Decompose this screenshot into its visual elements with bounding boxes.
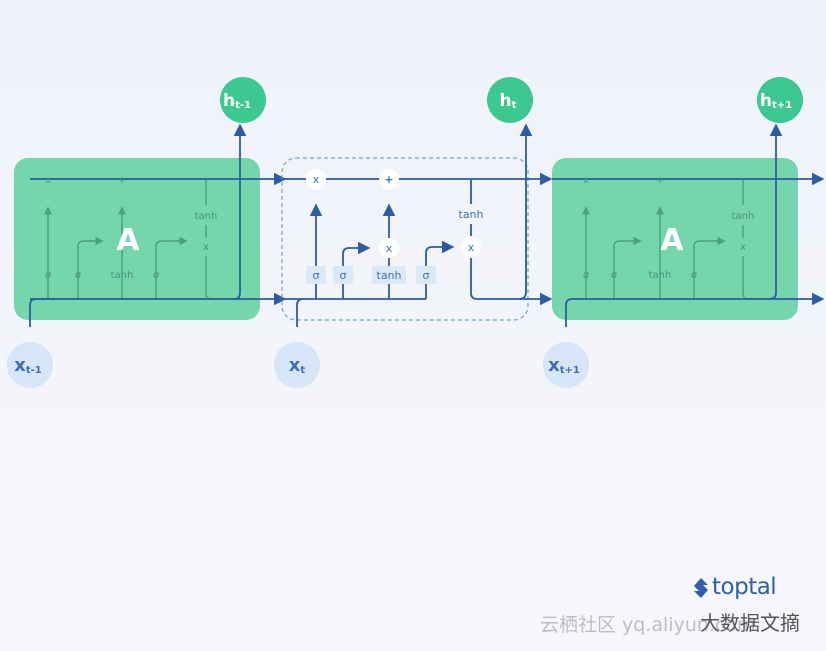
cell-current-op-mul-right-node [461,237,481,257]
cell-current-gate-2-box [333,266,353,284]
cell-current-op-mul-right: x [468,241,475,254]
cell-current-op-add-top: + [384,173,393,186]
cell-current-block [281,157,529,321]
cell-next-op-mul-right: x [740,242,746,253]
cell-next-block-label: A [660,223,684,258]
cell-current-gate-2: σ [340,269,347,282]
cell-prev: x + tanh x σ σ tanh σ A ht-1 xt-1 [7,77,287,388]
cell-current-op-mul-mid: x [386,242,393,255]
cell-next-input-label: xt+1 [548,355,580,376]
cell-current-gate-3-box [372,266,406,284]
cell-prev-output-node [220,77,266,123]
cell-prev-gate-4: σ [153,270,160,281]
cell-current-input-line [296,298,304,327]
watermark-left: 云栖社区 yq.aliyun.com [540,614,756,636]
cell-prev-block [14,158,260,320]
cell-next-gate-2: σ [611,270,618,281]
cell-prev-gate-1: σ [45,270,52,281]
cell-prev-op-mul-right: x [203,242,209,253]
cell-current-op-mul-top: x [313,173,320,186]
cell-next-input-node [543,342,589,388]
cell-prev-op-tanh: tanh [195,211,218,222]
cell-prev-gate-3: tanh [111,270,134,281]
cell-current-op-mul-mid-node [379,238,399,258]
cell-current-op-mul-top-node [306,169,326,189]
cell-current-input-node [274,342,320,388]
cell-current-op-add-top-node [379,169,399,189]
cell-current-gate-3: tanh [377,269,402,282]
cell-prev-input-node [7,342,53,388]
cell-prev-output-label: ht-1 [223,91,251,111]
cell-current-output-label: ht [500,91,517,111]
toptal-logo-text: toptal [712,574,777,600]
cell-current-gate-1: σ [313,269,320,282]
cell-current-gate-4: σ [423,269,430,282]
cell-prev-op-mul-top: x [45,175,51,186]
cell-prev-gate-2: σ [75,270,82,281]
cell-prev-input-label: xt-1 [14,355,42,376]
cell-prev-output-arrow [233,123,247,300]
cell-current-output-node [487,77,533,123]
cell-prev-op-add-top: + [118,175,126,186]
cell-next-op-mul-top: x [583,175,589,186]
cell-current-input-label: xt [289,355,306,376]
toptal-logo-icon [694,578,708,598]
cell-next: x + tanh x σ σ tanh σ A ht+1 xt+1 [543,77,825,388]
cell-current-op-tanh: tanh [459,208,484,221]
cell-next-gate-4: σ [691,270,698,281]
cell-next-input-line [565,298,573,327]
watermark-right: 大数据文摘 [700,611,800,635]
cell-next-op-add-top: + [656,175,664,186]
cell-next-output-arrow [768,123,783,300]
cell-next-output-node [757,77,803,123]
cell-current-gate-4-box [416,266,436,284]
cell-next-output-label: ht+1 [760,91,792,111]
cell-current: x + x tanh x σ σ tanh σ ht xt [274,77,553,388]
cell-prev-block-label: A [116,223,140,258]
cell-next-gate-3: tanh [649,270,672,281]
cell-next-op-tanh: tanh [732,211,755,222]
cell-next-gate-1: σ [583,270,590,281]
cell-current-gate-1-box [306,266,326,284]
cell-prev-input-line [29,298,37,327]
